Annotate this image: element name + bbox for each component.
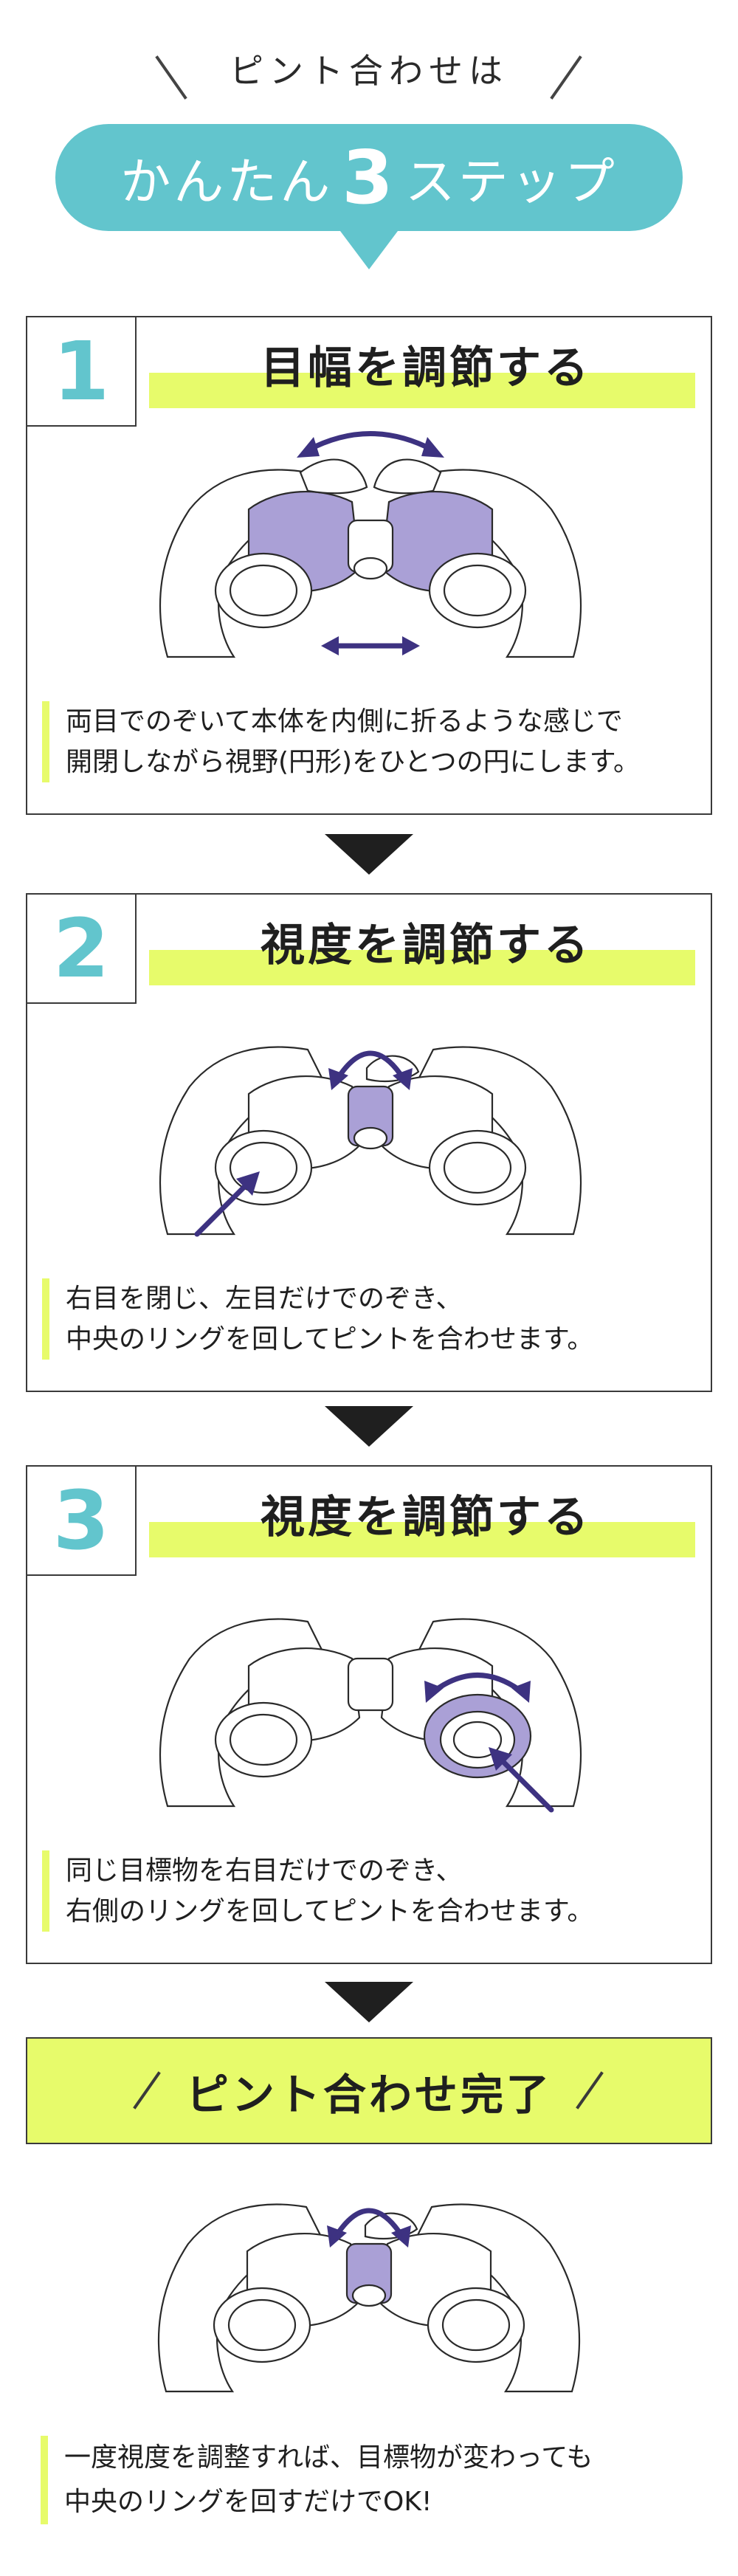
description-line: 中央のリングを回すだけでOK! xyxy=(64,2487,432,2517)
down-arrow-icon xyxy=(325,1982,413,2022)
header: ピント合わせは かんたん 3 ステップ xyxy=(0,0,738,288)
binoculars-complete-illustration xyxy=(157,2203,581,2393)
title-highlight xyxy=(149,950,695,985)
step-card-2: 2 視度を調節する 右目を閉じ、左目だけでのぞき、 中央のリングを回してピントを… xyxy=(26,893,712,1392)
step-card-3: 3 視度を調節する 同じ目標物を右目だけでのぞき、 右側のリングを回してピントを… xyxy=(26,1465,712,1964)
step-description: 右目を閉じ、左目だけでのぞき、 中央のリングを回してピントを合わせます。 xyxy=(42,1278,699,1360)
title-highlight xyxy=(149,1522,695,1557)
step-title: 目幅を調節する xyxy=(261,342,591,394)
down-arrow-icon xyxy=(325,834,413,875)
description-line: 一度視度を調整すれば、目標物が変わっても xyxy=(64,2442,593,2473)
title-highlight xyxy=(149,373,695,408)
description-line: 右側のリングを回してピントを合わせます。 xyxy=(66,1896,594,1926)
step-number: 2 xyxy=(26,893,137,1004)
step-number: 1 xyxy=(26,316,137,427)
headline-suffix: ステップ xyxy=(404,154,618,212)
description-line: 開閉しながら視野(円形)をひとつの円にします。 xyxy=(66,747,640,777)
down-arrow-icon xyxy=(325,1406,413,1447)
step-number: 3 xyxy=(26,1465,137,1576)
step-title: 視度を調節する xyxy=(261,920,591,971)
description-line: 両目でのぞいて本体を内側に折るような感じで xyxy=(66,706,623,737)
binoculars-center-ring-illustration xyxy=(159,1046,582,1237)
headline: かんたん 3 ステップ xyxy=(55,124,683,231)
description-line: 同じ目標物を右目だけでのぞき、 xyxy=(66,1856,463,1886)
complete-title: ピント合わせ完了 xyxy=(185,2069,552,2120)
description-line: 中央のリングを回してピントを合わせます。 xyxy=(66,1324,594,1354)
step-description: 同じ目標物を右目だけでのぞき、 右側のリングを回してピントを合わせます。 xyxy=(42,1850,699,1932)
description-line: 右目を閉じ、左目だけでのぞき、 xyxy=(66,1284,463,1314)
step-description: 両目でのぞいて本体を内側に折るような感じで 開閉しながら視野(円形)をひとつの円… xyxy=(42,701,699,782)
binoculars-eye-width-illustration xyxy=(159,431,582,658)
headline-prefix: かんたん xyxy=(120,154,334,212)
speech-bubble-tail xyxy=(336,225,402,269)
complete-banner: ピント合わせ完了 xyxy=(26,2037,712,2144)
binoculars-right-ring-illustration xyxy=(159,1618,582,1813)
step-title: 視度を調節する xyxy=(261,1492,591,1543)
step-card-1: 1 目幅を調節する 両目でのぞいて本体を内側に折るような感じで 開閉しながら視野… xyxy=(26,316,712,815)
headline-number: 3 xyxy=(342,134,396,221)
complete-description: 一度視度を調整すれば、目標物が変わっても 中央のリングを回すだけでOK! xyxy=(41,2436,697,2524)
header-subtitle: ピント合わせは xyxy=(230,51,508,91)
speech-bubble xyxy=(55,124,683,231)
